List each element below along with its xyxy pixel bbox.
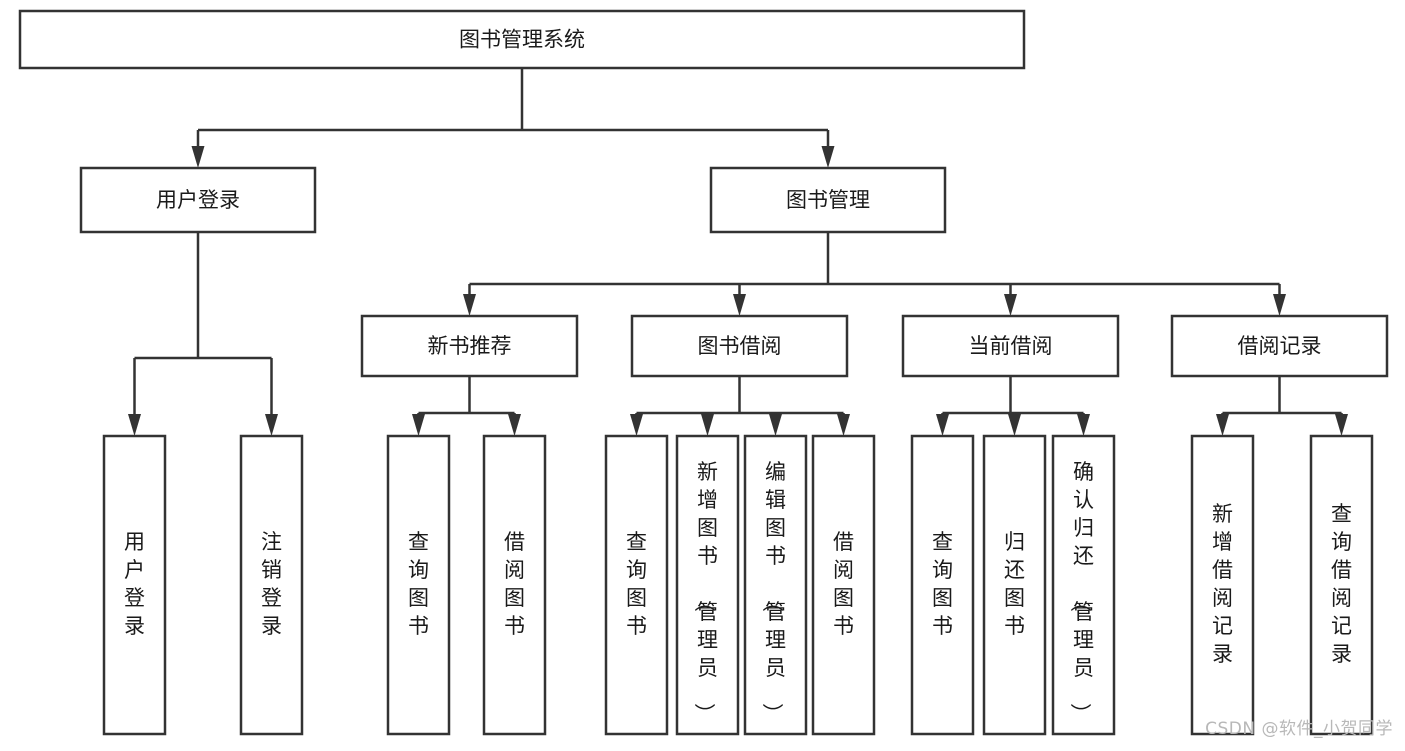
arrowhead-down-icon bbox=[1077, 414, 1090, 436]
node-box bbox=[79, 166, 317, 234]
arrowhead-down-icon bbox=[1216, 414, 1229, 436]
node-user-login-do[interactable]: 用户登录 bbox=[102, 434, 167, 736]
node-box bbox=[982, 434, 1047, 736]
csdn-watermark: CSDN @软件_小贺同学 bbox=[1205, 719, 1393, 739]
arrowhead-down-icon bbox=[701, 414, 714, 436]
node-current-confirm-return[interactable]: 确认归还（管理员） bbox=[1051, 434, 1116, 736]
node-label: 新增图书（管理员） bbox=[692, 460, 718, 724]
arrowhead-down-icon bbox=[733, 294, 746, 316]
node-label: 用户登录 bbox=[124, 530, 145, 638]
node-label: 查询图书 bbox=[932, 530, 953, 638]
edge-layer bbox=[128, 68, 1348, 436]
node-label: 新增借阅记录 bbox=[1212, 502, 1233, 666]
arrowhead-down-icon bbox=[837, 414, 850, 436]
arrowhead-down-icon bbox=[1335, 414, 1348, 436]
node-box bbox=[386, 434, 451, 736]
arrowhead-down-icon bbox=[1004, 294, 1017, 316]
node-record-query[interactable]: 查询借阅记录 bbox=[1309, 434, 1374, 736]
node-current-query-book[interactable]: 查询图书 bbox=[910, 434, 975, 736]
node-box bbox=[901, 314, 1120, 378]
arrowhead-down-icon bbox=[936, 414, 949, 436]
node-label: 借阅图书 bbox=[504, 530, 525, 638]
node-box bbox=[604, 434, 669, 736]
node-book-manage[interactable]: 图书管理 bbox=[709, 166, 947, 234]
node-record-add[interactable]: 新增借阅记录 bbox=[1190, 434, 1255, 736]
arrowhead-down-icon bbox=[265, 414, 278, 436]
node-label: 用户登录 bbox=[156, 188, 240, 212]
arrowhead-down-icon bbox=[463, 294, 476, 316]
arrowhead-down-icon bbox=[191, 146, 205, 168]
node-new-book-recommend[interactable]: 新书推荐 bbox=[360, 314, 579, 378]
node-label: 归还图书 bbox=[1004, 530, 1025, 638]
node-label: 编辑图书（管理员） bbox=[760, 460, 786, 724]
node-current-borrow[interactable]: 当前借阅 bbox=[901, 314, 1120, 378]
node-label: 图书管理 bbox=[786, 188, 870, 212]
arrowhead-down-icon bbox=[1008, 414, 1021, 436]
node-box bbox=[1190, 434, 1255, 736]
arrowhead-down-icon bbox=[128, 414, 141, 436]
node-label: 查询图书 bbox=[626, 530, 647, 638]
node-label: 确认归还（管理员） bbox=[1068, 460, 1094, 724]
node-layer: 图书管理系统用户登录用户登录注销登录图书管理新书推荐查询图书借阅图书图书借阅查询… bbox=[18, 9, 1389, 736]
node-label: 注销登录 bbox=[261, 530, 282, 638]
node-box bbox=[102, 434, 167, 736]
node-box bbox=[239, 434, 304, 736]
node-book-borrow[interactable]: 图书借阅 bbox=[630, 314, 849, 378]
arrowhead-down-icon bbox=[821, 146, 835, 168]
node-user-logout[interactable]: 注销登录 bbox=[239, 434, 304, 736]
node-label: 当前借阅 bbox=[969, 334, 1053, 358]
node-box bbox=[709, 166, 947, 234]
node-recommend-borrow-book[interactable]: 借阅图书 bbox=[482, 434, 547, 736]
arrowhead-down-icon bbox=[1273, 294, 1286, 316]
node-box bbox=[811, 434, 876, 736]
node-box bbox=[1051, 434, 1116, 736]
node-current-return-book[interactable]: 归还图书 bbox=[982, 434, 1047, 736]
node-borrow-add-book[interactable]: 新增图书（管理员） bbox=[675, 434, 740, 736]
node-root[interactable]: 图书管理系统 bbox=[18, 9, 1026, 70]
node-box bbox=[360, 314, 579, 378]
node-box bbox=[18, 9, 1026, 70]
node-borrow-borrow-book[interactable]: 借阅图书 bbox=[811, 434, 876, 736]
node-borrow-record[interactable]: 借阅记录 bbox=[1170, 314, 1389, 378]
node-box bbox=[482, 434, 547, 736]
node-user-login[interactable]: 用户登录 bbox=[79, 166, 317, 234]
arrowhead-down-icon bbox=[508, 414, 521, 436]
node-borrow-query-book[interactable]: 查询图书 bbox=[604, 434, 669, 736]
node-box bbox=[675, 434, 740, 736]
node-label: 借阅记录 bbox=[1238, 334, 1322, 358]
arrowhead-down-icon bbox=[412, 414, 425, 436]
node-label: 借阅图书 bbox=[833, 530, 854, 638]
node-label: 查询借阅记录 bbox=[1331, 502, 1352, 666]
node-label: 图书借阅 bbox=[698, 334, 782, 358]
arrowhead-down-icon bbox=[630, 414, 643, 436]
node-box bbox=[1170, 314, 1389, 378]
node-recommend-query-book[interactable]: 查询图书 bbox=[386, 434, 451, 736]
node-box bbox=[743, 434, 808, 736]
node-box bbox=[630, 314, 849, 378]
node-label: 新书推荐 bbox=[428, 334, 512, 358]
node-box bbox=[1309, 434, 1374, 736]
node-label: 查询图书 bbox=[408, 530, 429, 638]
node-label: 图书管理系统 bbox=[459, 28, 585, 52]
node-box bbox=[910, 434, 975, 736]
node-borrow-edit-book[interactable]: 编辑图书（管理员） bbox=[743, 434, 808, 736]
arrowhead-down-icon bbox=[769, 414, 782, 436]
